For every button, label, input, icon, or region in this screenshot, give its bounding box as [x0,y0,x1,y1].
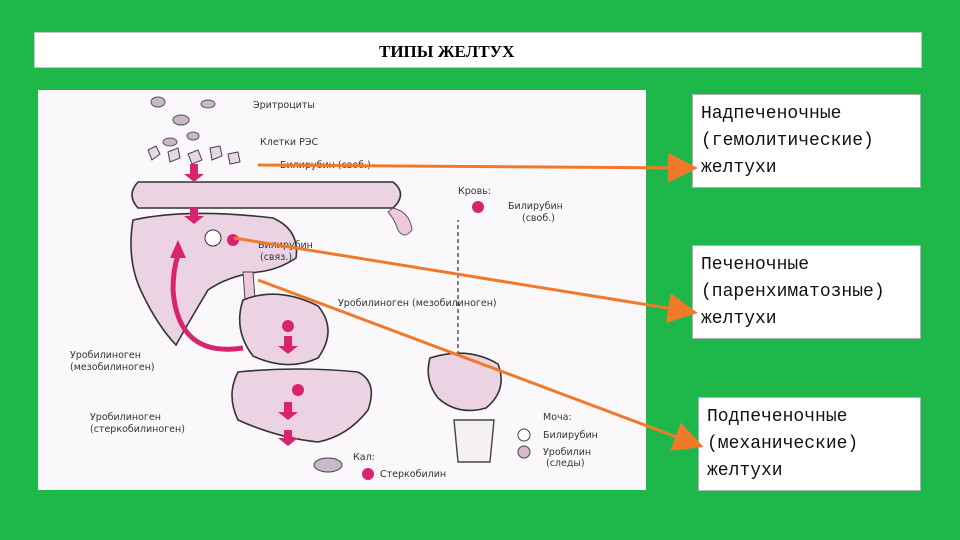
label-urine-bilirubin: Билирубин [543,430,598,441]
prehepatic-jaundice-box: Надпеченочные (гемолитические) желтухи [692,94,921,188]
portal-return-arrowhead [170,240,186,258]
urobilin-dot [517,445,531,459]
label-stercobilin: Стеркобилин [380,469,446,480]
label-urobilinogen-meso-mid: Уробилиноген (мезобилиноген) [338,298,497,309]
posthepatic-jaundice-box: Подпеченочные (механические) желтухи [698,397,921,491]
res-cells-icon [147,145,241,165]
label-bilirubin-bound: Билирубин [258,240,313,251]
intestine-dot [282,320,294,332]
erythrocytes-icon [150,96,216,147]
hepatic-jaundice-box: Печеночные (паренхиматозные) желтухи [692,245,921,339]
blood-vessel [131,181,402,209]
label-bilirubin-bound-note: (связ.) [260,252,292,263]
label-bilirubin-free-note: (своб.) [522,213,555,224]
hepatocyte-icon [204,229,222,247]
feces-icon [313,457,343,473]
label-urobilin-note: (следы) [546,458,585,469]
stercobilin-dot [362,468,374,480]
label-blood: Кровь: [458,186,491,197]
label-urobilinogen-2: Уробилиноген [90,412,161,423]
label-res-cells: Клетки РЭС [260,137,318,148]
page-title: ТИПЫ ЖЕЛТУХ [379,42,515,61]
urine-bilirubin-dot [517,428,531,442]
label-urobilinogen-meso: (мезобилиноген) [70,362,155,373]
urine-cup [453,419,495,463]
blood-bilirubin-dot [472,201,484,213]
colon-dot [292,384,304,396]
title-bar: ТИПЫ ЖЕЛТУХ [34,32,922,68]
label-bilirubin-free-top: Билирубин (своб.) [280,160,371,171]
label-urobilin: Уробилин [543,447,591,458]
bilirubin-metabolism-diagram: Эритроциты Клетки РЭС Билирубин (своб.) … [38,90,646,490]
label-feces: Кал: [353,452,375,463]
label-bilirubin-free: Билирубин [508,201,563,212]
label-urine: Моча: [543,412,572,423]
blood-drop [387,207,413,236]
label-erythrocytes: Эритроциты [253,100,315,111]
portal-return-arrow [170,254,244,352]
liver-bilirubin-dot [227,234,239,246]
label-urobilinogen: Уробилиноген [70,350,141,361]
label-stercobilinogen: (стеркобилиноген) [90,424,185,435]
